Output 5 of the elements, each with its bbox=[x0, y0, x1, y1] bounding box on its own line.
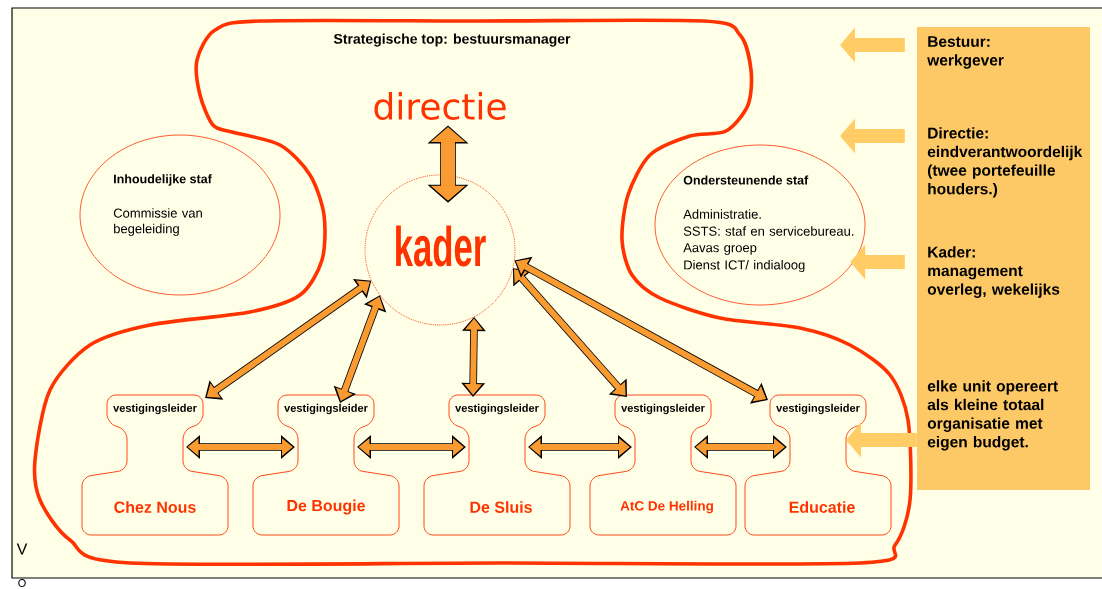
level-label: directie bbox=[374, 92, 506, 120]
note-panel: Bestuur: werkgever Directie: eindverantwoordelijk (twee portefeuille houders.) Kader: management overleg, wekelijks elke unit opereert als kleine totaal organisatie met eigen budget. bbox=[917, 27, 1090, 490]
double-arrow bbox=[513, 268, 627, 397]
stray-letter: O bbox=[18, 579, 26, 587]
stray-letter: V bbox=[16, 543, 28, 555]
